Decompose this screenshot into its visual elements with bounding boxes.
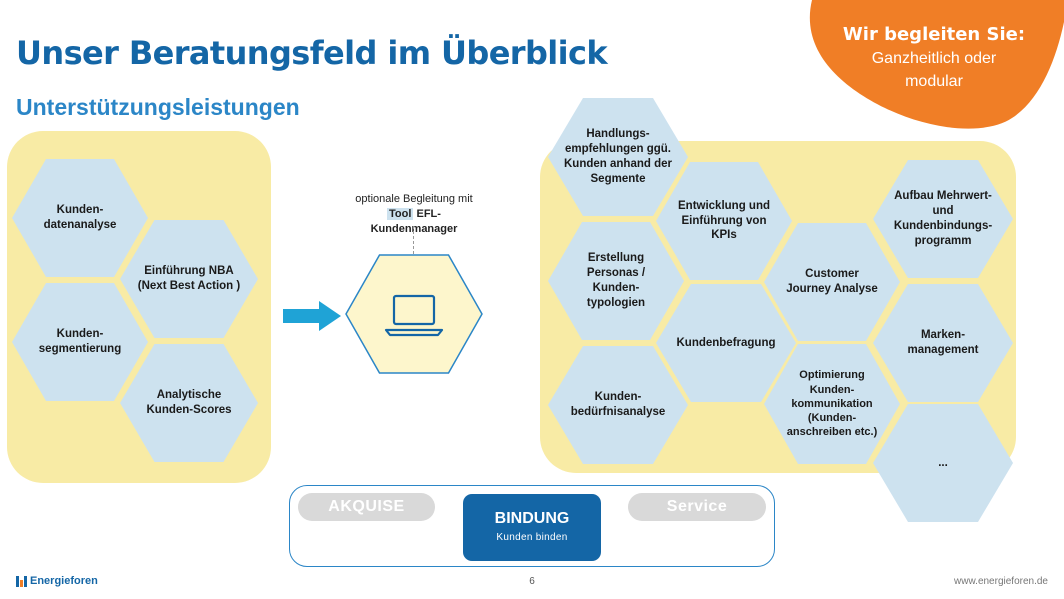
badge-headline: Wir begleiten Sie: xyxy=(842,24,1026,45)
phase-bindung-active: BINDUNG Kunden binden xyxy=(463,494,601,561)
laptop-icon xyxy=(384,294,444,337)
hex-customer-journey: Customer Journey Analyse xyxy=(764,223,900,341)
phase-bindung-title: BINDUNG xyxy=(494,510,570,527)
tool-label: optionale Begleitung mit Tool EFL-Kunden… xyxy=(346,192,482,237)
phase-service: Service xyxy=(628,493,766,521)
phase-box xyxy=(289,485,775,567)
dashed-connector xyxy=(413,226,414,254)
tool-hex xyxy=(345,254,483,374)
energieforen-logo: Energieforen xyxy=(16,574,98,588)
hex-entwicklung-kpis: Entwicklung und Einführung von KPIs xyxy=(656,162,792,280)
badge-line1: Ganzheitlich oder xyxy=(871,49,997,67)
orange-badge-shape xyxy=(809,0,1064,129)
phase-akquise: AKQUISE xyxy=(298,493,435,521)
badge-text: Wir begleiten Sie: Ganzheitlich oder mod… xyxy=(836,24,1032,93)
badge-line2: modular xyxy=(905,72,963,90)
page-title: Unser Beratungsfeld im Überblick xyxy=(16,34,608,72)
page-subtitle: Unterstützungsleistungen xyxy=(16,94,300,120)
tool-label-line1: optionale Begleitung mit xyxy=(355,193,473,205)
logo-text: Energieforen xyxy=(30,575,98,587)
tool-word: Tool xyxy=(387,207,414,220)
footer-url: www.energieforen.de xyxy=(954,576,1048,587)
hex-erstellung-personas: Erstellung Personas / Kunden- typologien xyxy=(548,222,684,340)
phase-bindung-subtitle: Kunden binden xyxy=(496,532,568,543)
page-number: 6 xyxy=(529,576,535,587)
logo-bars-icon xyxy=(16,575,27,587)
hex-optimierung-kommunikation: Optimierung Kunden- kommunikation (Kunde… xyxy=(764,344,900,464)
arrow-right-icon xyxy=(283,301,341,331)
